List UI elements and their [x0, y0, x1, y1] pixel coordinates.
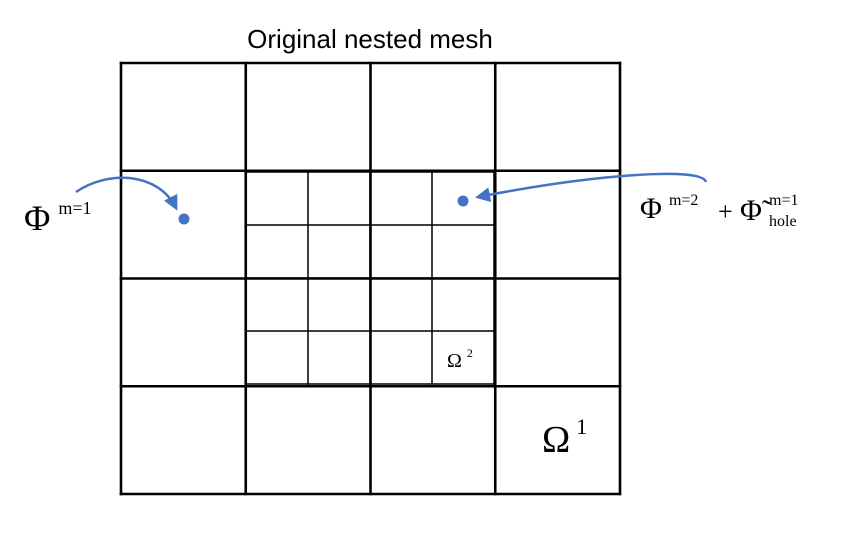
omega-fine-symbol: Ω — [447, 350, 462, 372]
omega-coarse-symbol: Ω — [542, 419, 570, 461]
right-phi-symbol: Φ — [640, 192, 662, 225]
coarse-mesh — [119, 61, 622, 496]
right-phi-label: Φ m=2 — [640, 192, 698, 225]
left-point-dot — [178, 213, 190, 225]
right-point-dot — [457, 195, 469, 207]
right-phi-tilde-superscript: m=1 — [769, 192, 798, 209]
diagram-title: Original nested mesh — [247, 24, 493, 54]
omega-fine-superscript: 2 — [467, 346, 473, 360]
omega-coarse-label: Ω 1 — [542, 414, 587, 461]
omega-coarse-superscript: 1 — [576, 414, 587, 439]
right-phi-tilde-symbol: Φ̃ — [740, 194, 772, 227]
left-arrow — [75, 176, 178, 211]
left-phi-superscript: m=1 — [58, 198, 91, 218]
omega-fine-label: Ω 2 — [447, 346, 473, 372]
right-phi-tilde-subscript: hole — [769, 213, 797, 230]
left-phi-symbol: Φ — [24, 198, 50, 238]
right-arrow — [475, 172, 708, 203]
right-phi-superscript: m=2 — [669, 192, 698, 209]
right-plus-sign: + — [718, 197, 733, 226]
left-phi-label: Φ m=1 — [24, 198, 91, 238]
fine-mesh — [245, 171, 495, 385]
